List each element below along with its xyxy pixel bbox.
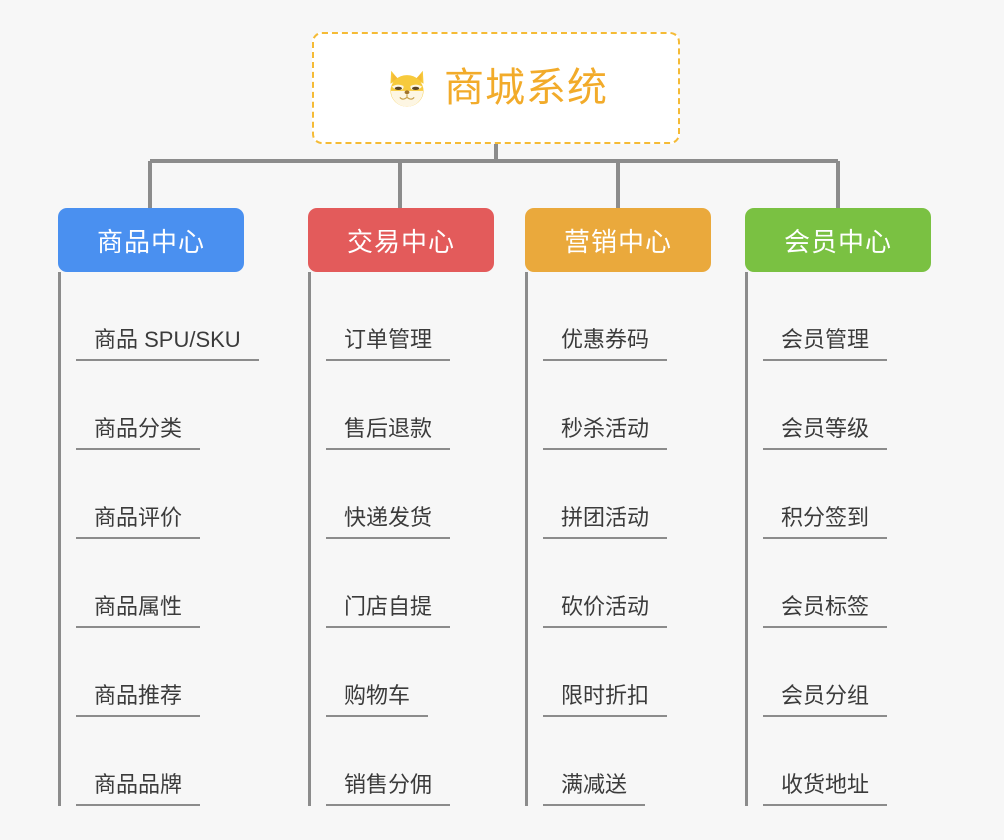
list-item[interactable]: 砍价活动 bbox=[528, 539, 711, 628]
branch-header-1[interactable]: 商品中心 bbox=[58, 208, 244, 272]
list-item-label: 快递发货 bbox=[326, 504, 451, 539]
list-item-label: 会员管理 bbox=[763, 326, 888, 361]
branch-column-2: 交易中心 订单管理 售后退款 快递发货 门店自提 购物车 销售分佣 bbox=[308, 208, 494, 806]
list-item[interactable]: 收货地址 bbox=[748, 717, 931, 806]
list-item-label: 售后退款 bbox=[326, 415, 451, 450]
list-item[interactable]: 商品推荐 bbox=[61, 628, 244, 717]
list-item[interactable]: 会员标签 bbox=[748, 539, 931, 628]
list-item[interactable]: 会员等级 bbox=[748, 361, 931, 450]
list-item[interactable]: 商品品牌 bbox=[61, 717, 244, 806]
list-item[interactable]: 商品分类 bbox=[61, 361, 244, 450]
list-item-label: 优惠券码 bbox=[543, 326, 668, 361]
branch-column-3: 营销中心 优惠券码 秒杀活动 拼团活动 砍价活动 限时折扣 满减送 bbox=[525, 208, 711, 806]
list-item[interactable]: 订单管理 bbox=[311, 272, 494, 361]
list-item-label: 会员等级 bbox=[763, 415, 888, 450]
list-item-label: 收货地址 bbox=[763, 771, 888, 806]
list-item[interactable]: 优惠券码 bbox=[528, 272, 711, 361]
list-item[interactable]: 快递发货 bbox=[311, 450, 494, 539]
list-item-label: 商品属性 bbox=[76, 593, 201, 628]
list-item-label: 商品推荐 bbox=[76, 682, 201, 717]
list-item-label: 门店自提 bbox=[326, 593, 451, 628]
list-item-label: 秒杀活动 bbox=[543, 415, 668, 450]
branch-header-label: 商品中心 bbox=[96, 226, 205, 257]
list-item[interactable]: 销售分佣 bbox=[311, 717, 494, 806]
list-item-label: 拼团活动 bbox=[543, 504, 668, 539]
branch-items-1: 商品 SPU/SKU 商品分类 商品评价 商品属性 商品推荐 商品品牌 bbox=[58, 272, 259, 806]
list-item[interactable]: 购物车 bbox=[311, 628, 494, 717]
list-item-label: 订单管理 bbox=[326, 326, 451, 361]
list-item-label: 会员分组 bbox=[763, 682, 888, 717]
branch-header-4[interactable]: 会员中心 bbox=[745, 208, 931, 272]
shiba-dog-face-icon bbox=[390, 70, 424, 107]
root-node[interactable]: 商城系统 bbox=[312, 32, 680, 144]
branch-header-label: 交易中心 bbox=[346, 226, 455, 257]
list-item-label: 商品评价 bbox=[76, 504, 201, 539]
list-item[interactable]: 售后退款 bbox=[311, 361, 494, 450]
list-item-label: 满减送 bbox=[543, 771, 646, 806]
root-title: 商城系统 bbox=[444, 66, 608, 110]
list-item-label: 商品分类 bbox=[76, 415, 201, 450]
branch-header-3[interactable]: 营销中心 bbox=[525, 208, 711, 272]
list-item-label: 商品品牌 bbox=[76, 771, 201, 806]
list-item[interactable]: 门店自提 bbox=[311, 539, 494, 628]
list-item-label: 会员标签 bbox=[763, 593, 888, 628]
branch-items-2: 订单管理 售后退款 快递发货 门店自提 购物车 销售分佣 bbox=[308, 272, 494, 806]
list-item[interactable]: 限时折扣 bbox=[528, 628, 711, 717]
branch-header-label: 会员中心 bbox=[783, 226, 892, 257]
list-item-label: 商品 SPU/SKU bbox=[76, 326, 259, 361]
branch-header-2[interactable]: 交易中心 bbox=[308, 208, 494, 272]
list-item[interactable]: 满减送 bbox=[528, 717, 711, 806]
list-item[interactable]: 会员管理 bbox=[748, 272, 931, 361]
list-item-label: 积分签到 bbox=[763, 504, 888, 539]
branch-items-4: 会员管理 会员等级 积分签到 会员标签 会员分组 收货地址 bbox=[745, 272, 931, 806]
branch-column-1: 商品中心 商品 SPU/SKU 商品分类 商品评价 商品属性 商品推荐 商品品牌 bbox=[58, 208, 259, 806]
list-item[interactable]: 会员分组 bbox=[748, 628, 931, 717]
list-item-label: 销售分佣 bbox=[326, 771, 451, 806]
branch-items-3: 优惠券码 秒杀活动 拼团活动 砍价活动 限时折扣 满减送 bbox=[525, 272, 711, 806]
list-item[interactable]: 拼团活动 bbox=[528, 450, 711, 539]
list-item[interactable]: 商品 SPU/SKU bbox=[61, 272, 259, 361]
list-item[interactable]: 积分签到 bbox=[748, 450, 931, 539]
list-item[interactable]: 秒杀活动 bbox=[528, 361, 711, 450]
branch-header-label: 营销中心 bbox=[563, 226, 672, 257]
list-item[interactable]: 商品属性 bbox=[61, 539, 244, 628]
list-item[interactable]: 商品评价 bbox=[61, 450, 244, 539]
list-item-label: 砍价活动 bbox=[543, 593, 668, 628]
list-item-label: 限时折扣 bbox=[543, 682, 668, 717]
list-item-label: 购物车 bbox=[326, 682, 429, 717]
branch-column-4: 会员中心 会员管理 会员等级 积分签到 会员标签 会员分组 收货地址 bbox=[745, 208, 931, 806]
